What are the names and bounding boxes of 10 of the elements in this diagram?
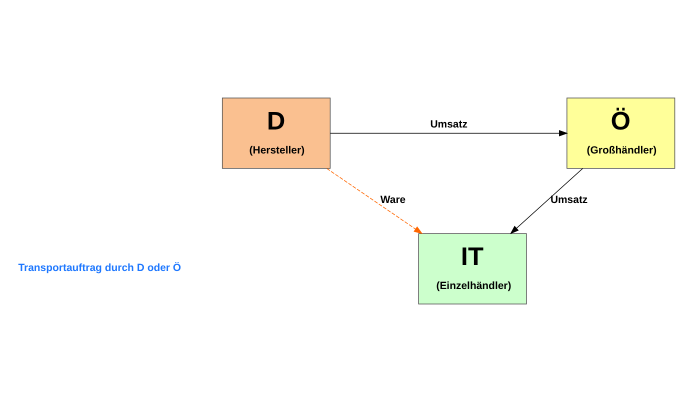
arrow: [510, 168, 584, 234]
label: Transportauftrag durch D oder Ö: [18, 262, 182, 274]
edge-label: Umsatz: [430, 118, 468, 130]
node-box: D (Hersteller): [222, 97, 331, 168]
edge-label: Ware: [380, 194, 406, 206]
arrow: [330, 130, 568, 136]
node-box: IT (Einzelhändler): [418, 232, 527, 304]
arrow: [326, 168, 423, 234]
edge-label: Umsatz: [550, 194, 588, 206]
node-box: Ö (Großhändler): [566, 97, 676, 168]
